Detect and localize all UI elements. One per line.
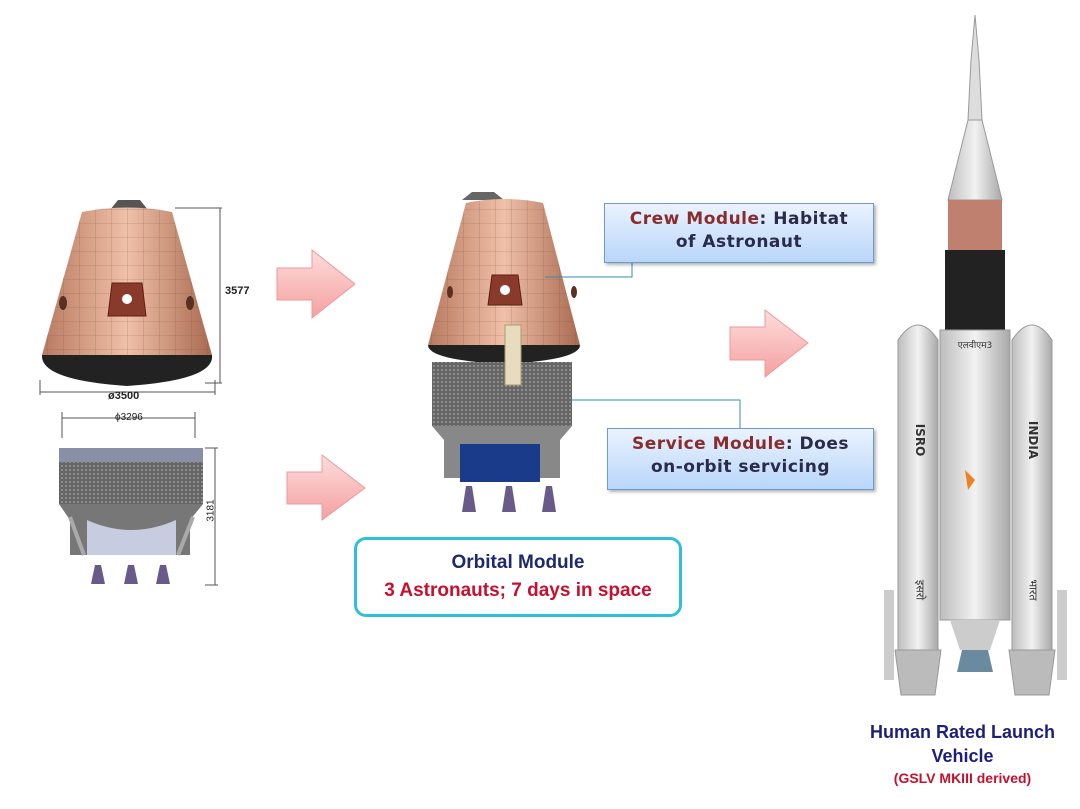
core-stage-text: एलवीएम3 bbox=[958, 339, 993, 351]
service-height-dimension: 3181 bbox=[205, 499, 217, 522]
service-module-label: Service Module: Does on-orbit servicing bbox=[607, 428, 874, 490]
arrow-right-icon bbox=[729, 308, 809, 379]
crew-module-label: Crew Module: Habitat of Astronaut bbox=[604, 203, 874, 263]
orbital-module-drawing bbox=[428, 192, 741, 512]
service-module-desc: : Does bbox=[785, 434, 849, 454]
india-hindi-text: भारत bbox=[1027, 579, 1040, 601]
caption-line-1: Human Rated Launch bbox=[869, 722, 1056, 742]
india-text: INDIA bbox=[1026, 421, 1040, 460]
arrow-right-icon bbox=[276, 248, 356, 320]
crew-height-dimension: 3577 bbox=[225, 285, 250, 297]
launch-vehicle-caption: Human Rated Launch Vehicle (GSLV MKIII d… bbox=[860, 720, 1065, 788]
crew-module-desc-2: of Astronaut bbox=[675, 232, 803, 252]
service-module-title: Service Module bbox=[632, 434, 786, 454]
isro-hindi-text: इसरो bbox=[914, 580, 927, 600]
caption-line-3: (GSLV MKIII derived) bbox=[893, 770, 1032, 786]
orbital-module-subtitle: 3 Astronauts; 7 days in space bbox=[384, 580, 652, 601]
crew-module-title: Crew Module bbox=[629, 209, 760, 229]
orbital-module-title: Orbital Module bbox=[451, 552, 585, 573]
service-module-drawing bbox=[59, 412, 218, 586]
launch-vehicle-drawing bbox=[884, 14, 1067, 696]
crew-module-desc: : Habitat bbox=[759, 209, 849, 229]
arrow-right-icon bbox=[286, 453, 366, 521]
orbital-module-box: Orbital Module 3 Astronauts; 7 days in s… bbox=[354, 537, 682, 617]
crew-module-drawing bbox=[39, 200, 222, 395]
caption-line-2: Vehicle bbox=[931, 746, 994, 766]
service-diameter-dimension: ϕ3296 bbox=[115, 412, 143, 423]
service-module-desc-2: on-orbit servicing bbox=[650, 457, 831, 477]
isro-text: ISRO bbox=[913, 424, 927, 457]
crew-diameter-dimension: ø3500 bbox=[108, 390, 140, 402]
